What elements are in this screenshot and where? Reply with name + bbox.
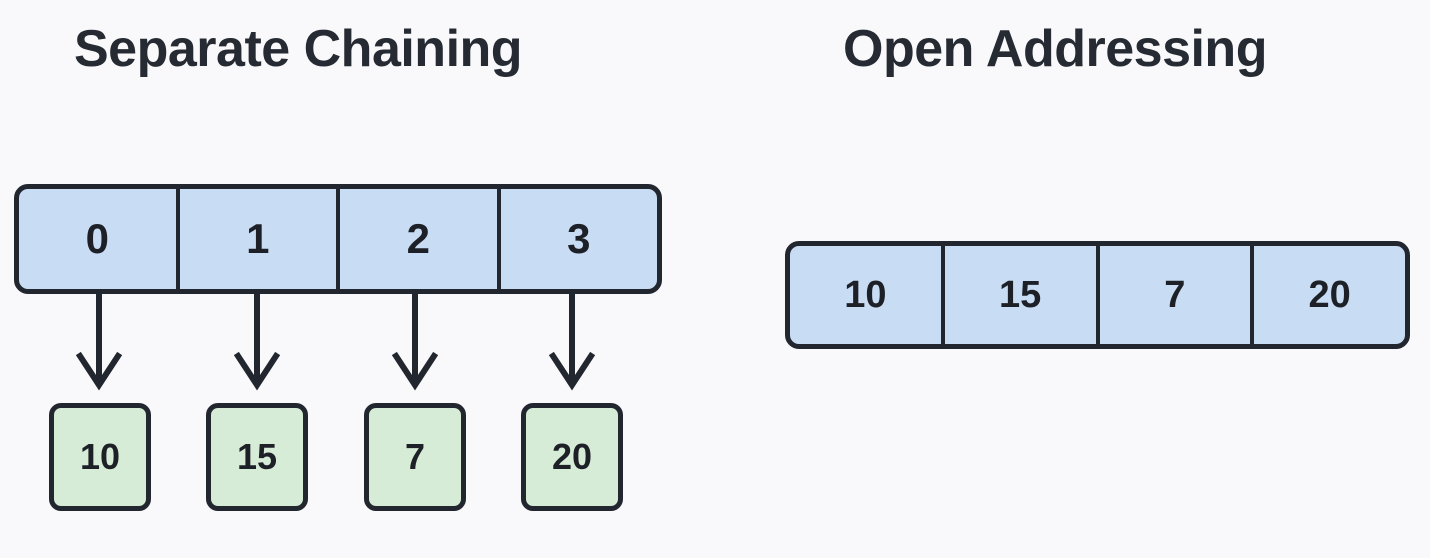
bucket-cell-2[interactable]: 2 <box>340 189 501 289</box>
open-addressing-slot-array: 10 15 7 20 <box>785 241 1410 349</box>
separate-chaining-bucket-array: 0 1 2 3 <box>14 184 662 294</box>
chain-node-bucket-3[interactable]: 20 <box>521 403 623 511</box>
bucket-cell-1[interactable]: 1 <box>180 189 340 289</box>
chain-node-bucket-0[interactable]: 10 <box>49 403 151 511</box>
slot-cell-2[interactable]: 7 <box>1100 246 1255 344</box>
slot-cell-3[interactable]: 20 <box>1308 274 1351 316</box>
arrow-bucket-0-to-node-10 <box>75 293 123 391</box>
bucket-cell-0[interactable]: 0 <box>19 189 180 289</box>
arrow-bucket-1-to-node-15 <box>233 293 281 391</box>
chain-node-bucket-1[interactable]: 15 <box>206 403 308 511</box>
slot-cell-1[interactable]: 15 <box>945 246 1100 344</box>
arrow-bucket-2-to-node-7 <box>391 293 439 391</box>
chain-node-bucket-2[interactable]: 7 <box>364 403 466 511</box>
bucket-cell-3[interactable]: 3 <box>567 215 591 262</box>
slot-cell-0[interactable]: 10 <box>790 246 945 344</box>
arrow-bucket-3-to-node-20 <box>548 293 596 391</box>
separate-chaining-title: Separate Chaining <box>74 20 523 78</box>
open-addressing-title: Open Addressing <box>843 20 1267 78</box>
